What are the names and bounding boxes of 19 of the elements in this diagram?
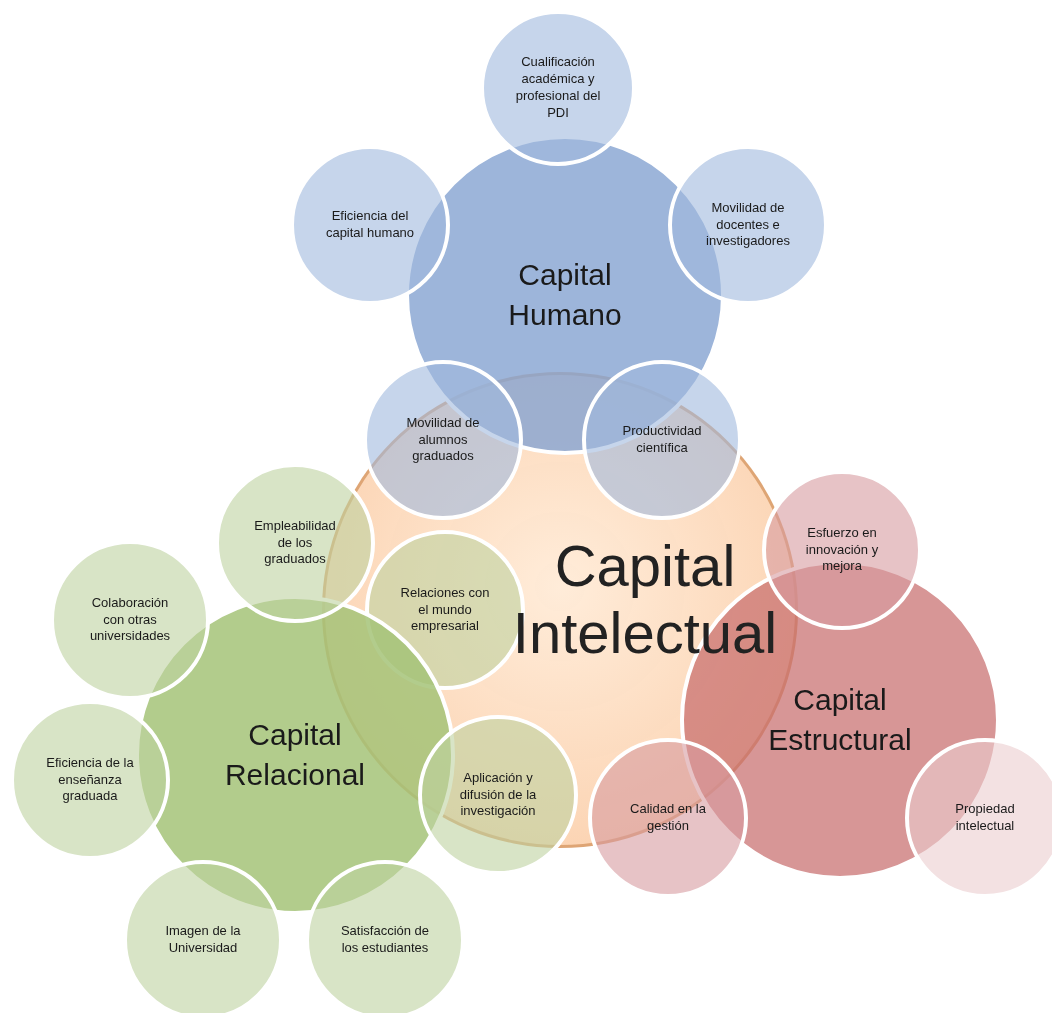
node-label: Propiedad intelectual — [954, 801, 1016, 835]
node-label: Cualificación académica y profesional del PDI — [514, 54, 602, 122]
node-label: Capital Intelectual — [511, 533, 779, 667]
node-label: Satisfacción de los estudiantes — [339, 923, 431, 957]
node-label: Calidad en la gestión — [629, 801, 707, 835]
node-label: Movilidad de docentes e investigadores — [705, 199, 791, 251]
node-label: Eficiencia del capital humano — [324, 208, 416, 242]
node-label: Colaboración con otras universidades — [88, 594, 172, 646]
node-label: Productividad científica — [621, 423, 703, 457]
node-label: Capital Relacional — [223, 716, 367, 793]
node-label: Capital Humano — [507, 256, 623, 333]
node-label: Relaciones con el mundo empresarial — [399, 584, 491, 636]
node-label: Empleabilidad de los graduados — [253, 517, 337, 569]
node-label: Movilidad de alumnos graduados — [405, 414, 481, 466]
node-label: Eficiencia de la enseñanza graduada — [45, 754, 135, 806]
node-label: Imagen de la Universidad — [164, 923, 242, 957]
node-label: Esfuerzo en innovación y mejora — [804, 524, 880, 576]
node-label: Aplicación y difusión de la investigación — [458, 769, 538, 821]
node-label: Capital Estructural — [767, 681, 913, 758]
